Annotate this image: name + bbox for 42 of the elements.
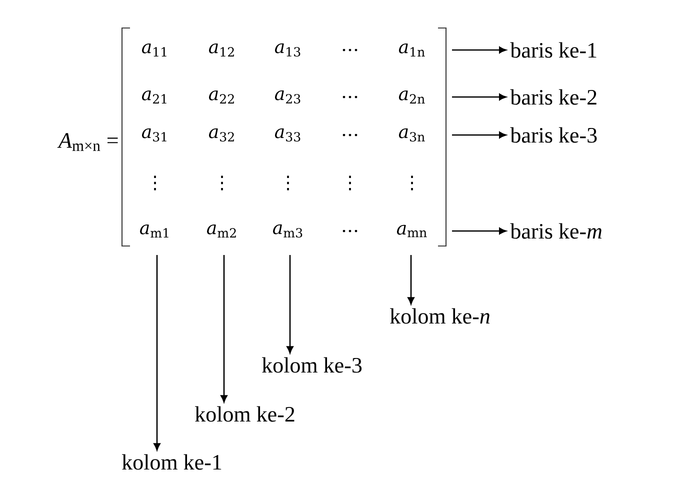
matrix-entry: a$_{31}$ — [142, 128, 166, 142]
arrow — [452, 46, 506, 54]
arrow — [286, 255, 294, 354]
axis-label: baris ke-1 — [510, 42, 596, 58]
arrow — [452, 228, 506, 234]
arrow — [220, 255, 228, 402]
axis-label: baris ke-2 — [510, 89, 596, 105]
matrix-entry: ⋮ — [411, 176, 413, 190]
matrix-entry: a$_{23}$ — [274, 90, 300, 104]
matrix-entry: a$_{2n}$ — [398, 90, 425, 104]
matrix-entry: … — [342, 96, 358, 98]
arrow — [452, 132, 506, 138]
matrix-entry: a$_{m2}$ — [207, 224, 236, 238]
matrix-entry: a$_{12}$ — [208, 44, 234, 56]
matrix-entry: a$_{13}$ — [274, 43, 300, 57]
axis-label: kolom ke-1 — [122, 454, 222, 470]
axis-label: baris ke-3 — [510, 127, 597, 143]
matrix-entry: ⋮ — [349, 176, 351, 190]
arrow — [452, 94, 506, 100]
matrix-entry: a$_{1n}$ — [398, 44, 425, 56]
axis-label: kolom ke-3 — [262, 357, 362, 373]
matrix-entry: a$_{mn}$ — [396, 224, 427, 238]
matrix-entry: a$_{33}$ — [274, 128, 300, 142]
matrix-entry: ⋮ — [287, 176, 289, 190]
axis-label: kolom ke-2 — [195, 406, 294, 422]
matrix-entry: a$_{21}$ — [142, 90, 166, 104]
matrix-entry: ⋮ — [154, 176, 156, 190]
matrix-entry: … — [342, 230, 358, 232]
matrix-name: A$_{m×n}$ = — [57, 133, 118, 151]
matrix-entry: ⋮ — [221, 176, 223, 190]
arrow — [408, 255, 414, 304]
matrix-entry: … — [342, 48, 358, 52]
matrix-entry: a$_{22}$ — [208, 90, 234, 104]
arrow — [154, 255, 160, 450]
axis-label: baris ke-m — [510, 223, 602, 239]
matrix-entry: a$_{32}$ — [208, 128, 234, 142]
matrix-entry: a$_{3n}$ — [398, 128, 425, 142]
matrix-entry: a$_{m3}$ — [273, 224, 302, 238]
matrix-entry: … — [342, 134, 358, 136]
axis-label: kolom ke-n — [390, 308, 490, 324]
matrix-entry: a$_{11}$ — [142, 44, 166, 56]
matrix-entry: a$_{m1}$ — [140, 224, 168, 238]
